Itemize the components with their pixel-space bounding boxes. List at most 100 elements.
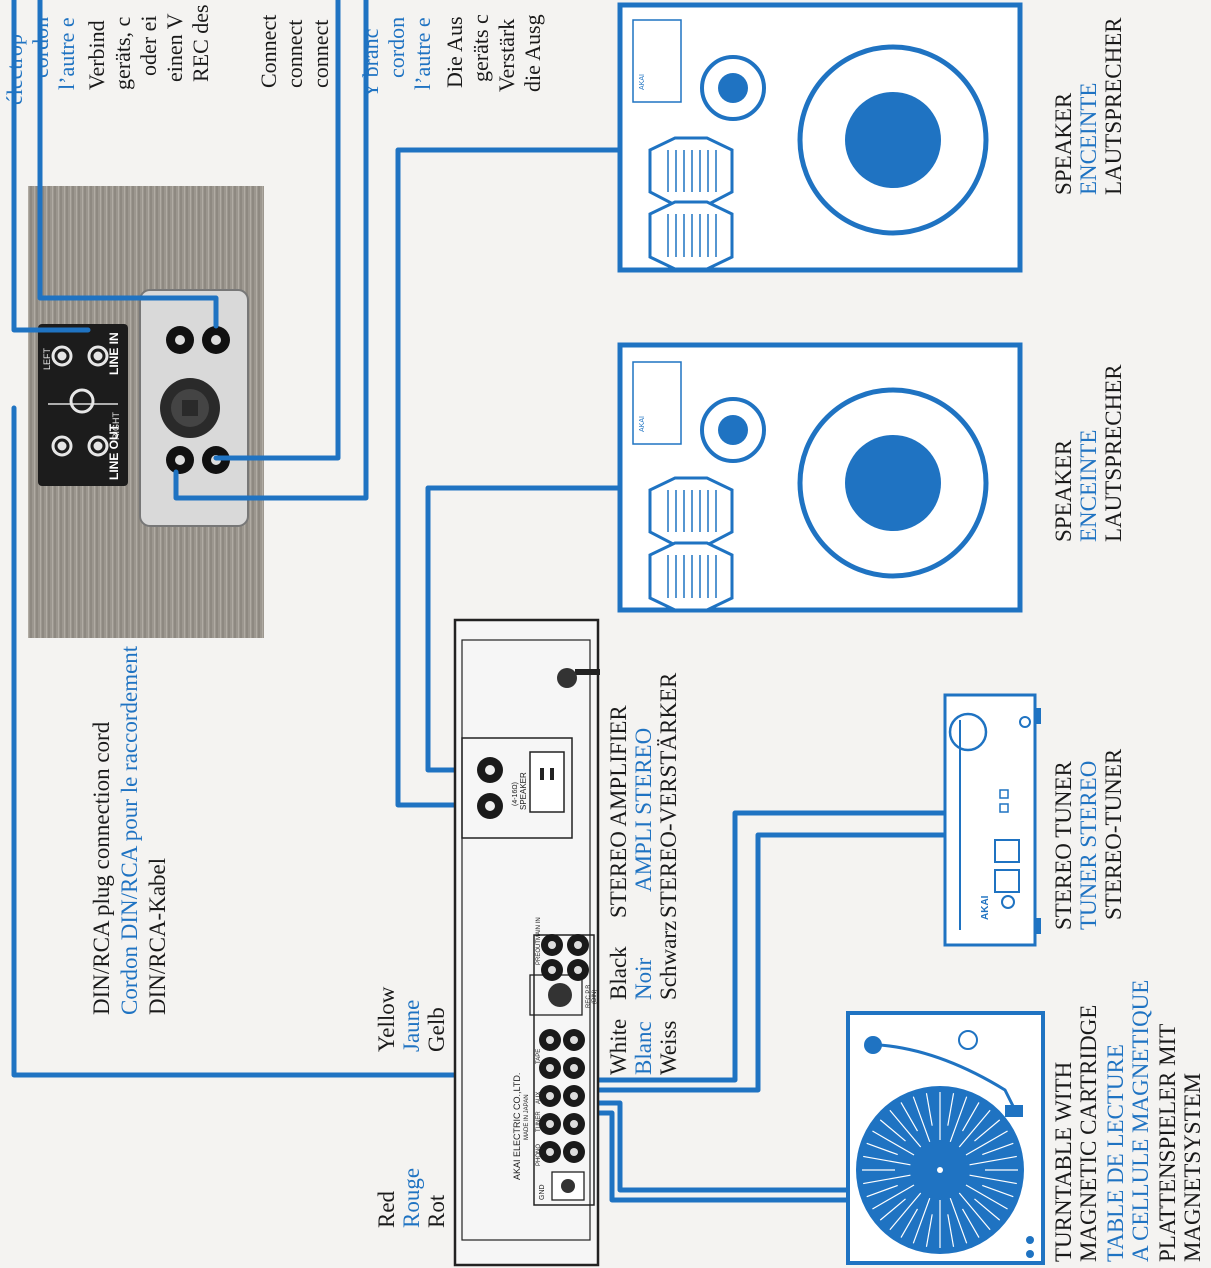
top-fr-1-line3: l’autre e [54,17,79,90]
speaker-left-label-fr: ENCEINTE [1076,429,1101,542]
amplifier-aux-label: AUX [536,1092,542,1104]
amplifier-label-de: STEREO-VERSTÄRKER [656,672,681,918]
amplifier-din-socket [548,983,572,1007]
color-red-de: Rot [424,1194,449,1228]
color-black-en: Black [606,946,631,1000]
wire-speaker-right [395,147,623,808]
top-de-1-line3: oder ei [136,15,161,76]
wire-din-cord [11,0,91,333]
tuner-meter-1 [994,839,1020,863]
amplifier-made-in: MADE IN JAPAN [524,1094,530,1140]
speaker-right-midrange-1 [648,136,734,207]
tuner-label-en: STEREO TUNER [1051,761,1076,930]
turntable-label-en-1: TURNTABLE WITH [1051,1061,1076,1262]
platter-strobe-line [958,1109,991,1148]
amplifier-gnd-label: GND [539,1184,546,1200]
amplifier-ohm-label: (4-16Ω) [512,782,519,806]
platter-strobe-line [872,1184,915,1210]
color-red-fr: Rouge [399,1167,424,1228]
turntable-label-en-2: MAGNETIC CARTRIDGE [1076,1004,1101,1262]
wire-tuner-1 [593,810,948,1083]
platter-strobe-line [982,1184,1014,1198]
amplifier-input-block [533,934,595,1206]
wire-speaker-left [425,485,623,773]
speaker-right-tweeter [700,55,766,121]
amplifier-main-in-label: MAIN IN [536,917,542,940]
tuner-knob-large [948,712,988,752]
deck-line-in-label: LINE IN [107,332,121,375]
platter-strobe-line [912,1197,931,1244]
turntable-platter-pattern [862,1092,1018,1248]
speaker-left-midrange-1 [648,476,734,547]
amplifier-tape-label: TAPE [536,1049,542,1064]
platter-strobe-line [949,1096,968,1143]
speaker-left-badge [632,361,682,445]
top-de-1-line4: einen V [162,13,187,82]
color-black-fr: Noir [631,957,656,1000]
amplifier-speaker-block [461,737,573,839]
platter-strobe-line [947,1214,955,1247]
amplifier-inner-panel [461,639,591,1241]
speaker-right-label-fr: ENCEINTE [1076,82,1101,195]
color-black-de: Schwarz [656,920,681,1000]
speaker-left-woofer [797,387,989,579]
platter-strobe-line [969,1174,1017,1185]
speaker-right-midrange-2 [648,200,734,271]
turntable-tonearm [879,1043,1017,1111]
stereo-tuner: AKAI [943,693,1041,947]
top-fr-1-line1: électrop [2,34,27,105]
top-en-2-line3: connect [308,19,333,88]
platter-strobe-line [965,1184,1008,1210]
amplifier-recpb-label: REC P.B [586,985,592,1008]
cord-label-fr: Cordon DIN/RCA pour le raccordement [117,645,142,1015]
speaker-right: AKAI [617,2,1023,273]
platter-strobe-line [949,1197,968,1244]
cord-label-de: DIN/RCA-Kabel [145,857,170,1015]
speaker-left-label-de: LAUTSPRECHER [1101,364,1126,542]
top-en-2-line1: Connect [256,14,281,88]
amplifier-speaker-label: SPEAKER [519,772,528,810]
color-yellow-en: Yellow [374,986,399,1052]
top-de-2-line2: geräts c [468,14,493,82]
tuner-foot-bottom [1035,918,1041,934]
tuner-meter-2 [994,869,1020,893]
color-yellow-de: Gelb [424,1007,449,1052]
color-white-de: Weiss [656,1020,681,1075]
amplifier-brand: AKAI ELECTRIC CO.,LTD. [512,1073,522,1180]
speaker-left-brand: AKAI [639,416,646,432]
platter-strobe-line [900,1102,919,1132]
tuner-label-fr: TUNER STEREO [1076,760,1101,930]
tuner-label-de: STEREO-TUNER [1101,748,1126,920]
amplifier-rca-inputs [539,1029,585,1163]
platter-strobe-line [889,1109,922,1148]
platter-strobe-line [866,1142,898,1156]
top-de-1-line1: Verbind [84,20,109,90]
turntable-label-fr-1: TABLE DE LECTURE [1103,1044,1128,1262]
amplifier-label-fr: AMPLI STEREO [631,727,656,892]
speaker-left-woofer-dome [845,435,941,531]
turntable-label-de-1: PLATTENSPIELER MIT [1155,1023,1180,1262]
speaker-left: AKAI [617,342,1023,613]
top-de-1-line5: REC des [188,4,213,82]
connection-wires [11,0,948,1203]
deck-din-socket [160,378,220,438]
amplifier-phono-label: PHONO [536,1144,542,1166]
turntable-button-1 [1026,1236,1034,1244]
deck-left-label: LEFT [42,347,52,370]
turntable-arm-pivot [864,1036,882,1054]
color-yellow-fr: Jaune [399,999,424,1052]
speaker-right-label-en: SPEAKER [1051,92,1076,195]
speaker-left-tweeter-dome [718,415,748,445]
wire-deck-out-top [37,0,219,329]
deck-line-out-label: LINE OUT [107,423,121,480]
turntable-arm-rest [958,1030,978,1050]
turntable-label-fr-2: A CELLULE MAGNETIQUE [1128,979,1153,1262]
platter-strobe-line [925,1093,933,1126]
amplifier-ac-outlet [529,751,565,813]
top-fr-2-line3: l’autre e [410,17,435,90]
speaker-right-woofer [797,44,989,236]
cord-label-en: DIN/RCA plug connection cord [89,721,114,1015]
color-white-fr: Blanc [631,1021,656,1075]
speaker-right-woofer-dome [845,92,941,188]
